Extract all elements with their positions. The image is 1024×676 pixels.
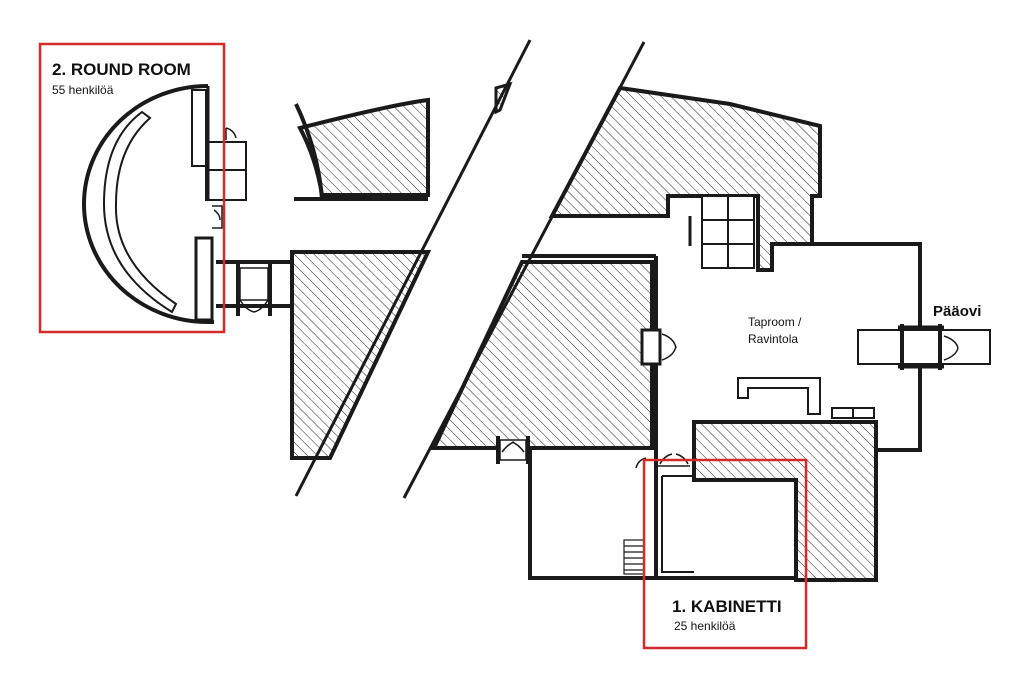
round-room-bench [102,110,178,314]
round-room-highlight[interactable] [38,42,226,334]
right-building-section [402,41,991,582]
round-room-wall [82,84,214,324]
door-kabinetti [635,453,690,469]
break-line-left [294,39,532,497]
main-entrance-door[interactable] [857,324,991,370]
hatched-area-center-left [290,250,432,460]
bar-counter [737,377,821,415]
round-room-capacity: 55 henkilöä [52,83,114,97]
double-door-corridor [236,262,272,316]
taproom-label-line2: Ravintola [748,332,798,346]
kabinetti-capacity: 25 henkilöä [674,619,736,633]
lower-room [528,450,656,580]
round-room-title: 2. ROUND ROOM [52,60,191,79]
hatched-area-kabinetti [692,420,878,582]
stairs [623,539,645,575]
hatched-area-top-right [548,85,822,272]
left-building-section [82,39,532,497]
hatched-area-sliver [494,81,513,115]
door-taproom-left [640,328,677,366]
hatched-area-top-left [297,97,430,197]
kabinetti-highlight[interactable] [642,458,808,650]
main-entrance-label: Pääovi [933,303,981,320]
door-lower-left [496,436,530,464]
booth-block [688,195,755,269]
taproom-label-line1: Taproom / [748,315,802,329]
kabinetti-title: 1. KABINETTI [672,597,782,616]
hatched-area-center-right [430,260,654,450]
